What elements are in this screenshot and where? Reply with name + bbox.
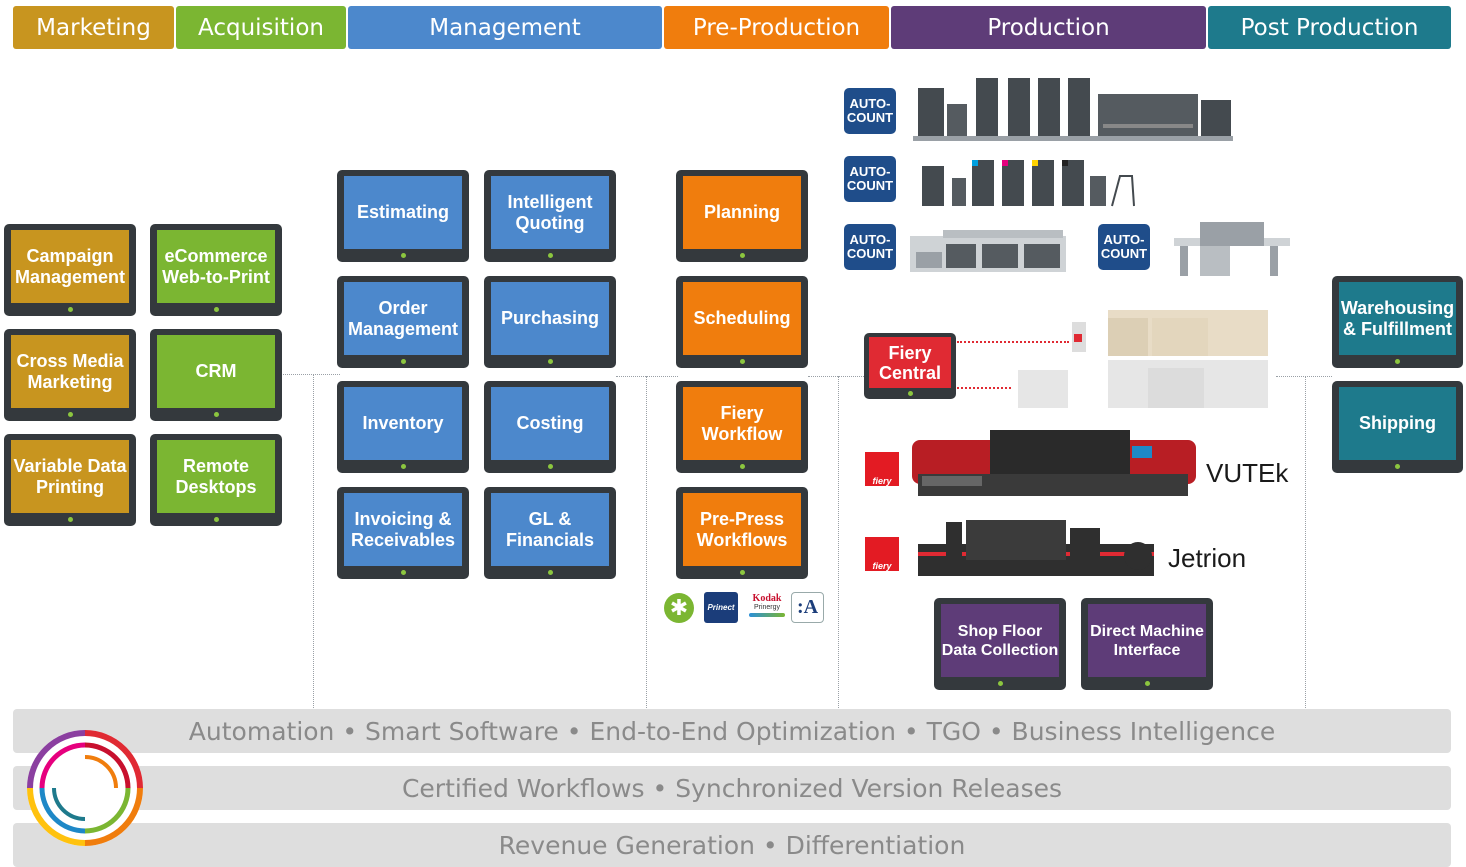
fiery-link-line xyxy=(957,387,1011,389)
tile-shipping[interactable]: Shipping xyxy=(1332,381,1463,473)
tile-intelligent-quoting[interactable]: Intelligent Quoting xyxy=(484,170,616,262)
tile-label: Invoicing & Receivables xyxy=(344,493,462,566)
tile-direct-machine[interactable]: Direct Machine Interface xyxy=(1081,598,1213,690)
tile-shop-floor[interactable]: Shop Floor Data Collection xyxy=(934,598,1066,690)
connector-line xyxy=(646,376,647,708)
tile-planning[interactable]: Planning xyxy=(676,170,808,262)
tile-warehousing[interactable]: Warehousing & Fulfillment xyxy=(1332,276,1463,368)
connector-line xyxy=(616,376,678,377)
tile-costing[interactable]: Costing xyxy=(484,381,616,473)
tile-label: Costing xyxy=(491,387,609,460)
offset-press-icon xyxy=(913,78,1233,141)
tile-prepress-workflows[interactable]: Pre-Press Workflows xyxy=(676,487,808,579)
fiery-link-line xyxy=(957,341,1069,343)
tile-ecommerce[interactable]: eCommerce Web-to-Print xyxy=(150,224,282,316)
tile-label: Cross Media Marketing xyxy=(11,335,129,408)
tile-scheduling[interactable]: Scheduling xyxy=(676,276,808,368)
tile-label: Order Management xyxy=(344,282,462,355)
header-production: Production xyxy=(891,6,1206,49)
tile-label: Warehousing & Fulfillment xyxy=(1339,282,1456,355)
tile-campaign-management[interactable]: Campaign Management xyxy=(4,224,136,316)
vutek-printer-icon xyxy=(912,430,1196,496)
connector-line xyxy=(808,376,864,377)
autocount-badge: AUTO- COUNT xyxy=(844,156,896,202)
bar-automation: Automation • Smart Software • End-to-End… xyxy=(13,709,1451,753)
digital-press-icon xyxy=(910,230,1066,272)
tile-label: CRM xyxy=(157,335,275,408)
header-management: Management xyxy=(348,6,662,49)
tile-purchasing[interactable]: Purchasing xyxy=(484,276,616,368)
tile-label: Fiery Central xyxy=(869,337,951,388)
vutek-label: VUTEk xyxy=(1206,458,1289,488)
tile-label: Remote Desktops xyxy=(157,440,275,513)
tile-fiery-workflow[interactable]: Fiery Workflow xyxy=(676,381,808,473)
tile-label: Direct Machine Interface xyxy=(1088,604,1206,677)
tile-label: Variable Data Printing xyxy=(11,440,129,513)
header-postproduction: Post Production xyxy=(1208,6,1451,49)
tile-crm[interactable]: CRM xyxy=(150,329,282,421)
tile-variable-data-printing[interactable]: Variable Data Printing xyxy=(4,434,136,526)
digital-printers-icon xyxy=(1018,310,1268,408)
tile-label: Intelligent Quoting xyxy=(491,176,609,249)
tile-invoicing[interactable]: Invoicing & Receivables xyxy=(337,487,469,579)
tile-inventory[interactable]: Inventory xyxy=(337,381,469,473)
header-marketing: Marketing xyxy=(13,6,174,49)
kodak-prinergy-logo: Kodak Prinergy xyxy=(749,594,785,622)
tile-label: GL & Financials xyxy=(491,493,609,566)
autocount-badge: AUTO- COUNT xyxy=(1098,224,1150,270)
tile-remote-desktops[interactable]: Remote Desktops xyxy=(150,434,282,526)
tile-label: Shipping xyxy=(1339,387,1456,460)
tile-label: Shop Floor Data Collection xyxy=(941,604,1059,677)
kodak-label: Kodak xyxy=(752,593,782,604)
tile-label: Scheduling xyxy=(683,282,801,355)
tile-label: Fiery Workflow xyxy=(683,387,801,460)
cutter-icon xyxy=(1174,222,1290,276)
tile-label: Purchasing xyxy=(491,282,609,355)
connector-line xyxy=(283,374,340,375)
tile-label: Estimating xyxy=(344,176,462,249)
connector-line xyxy=(838,376,839,708)
tile-order-management[interactable]: Order Management xyxy=(337,276,469,368)
bar-certified-workflows: Certified Workflows • Synchronized Versi… xyxy=(13,766,1451,810)
swirl-logo-icon xyxy=(27,730,143,846)
connector-line xyxy=(313,374,314,708)
jetrion-printer-icon xyxy=(918,520,1154,576)
sheetfed-press-icon xyxy=(922,160,1135,207)
esko-logo-icon: ✱ xyxy=(664,593,694,623)
autocount-badge: AUTO- COUNT xyxy=(844,88,896,134)
tile-label: Inventory xyxy=(344,387,462,460)
autocount-badge: AUTO- COUNT xyxy=(844,224,896,270)
jetrion-label: Jetrion xyxy=(1168,543,1247,573)
tile-cross-media-marketing[interactable]: Cross Media Marketing xyxy=(4,329,136,421)
tile-label: Pre-Press Workflows xyxy=(683,493,801,566)
connector-line xyxy=(1276,376,1332,377)
prinect-logo: Prinect xyxy=(704,592,738,623)
fiery-logo-icon: fiery xyxy=(865,452,899,486)
tile-label: eCommerce Web-to-Print xyxy=(157,230,275,303)
bar-revenue: Revenue Generation • Differentiation xyxy=(13,823,1451,867)
a-logo: :A xyxy=(791,592,824,623)
tile-fiery-central[interactable]: Fiery Central xyxy=(864,333,956,399)
header-preproduction: Pre-Production xyxy=(664,6,889,49)
header-acquisition: Acquisition xyxy=(176,6,346,49)
fiery-logo-icon: fiery xyxy=(865,537,899,571)
prinergy-label: Prinergy xyxy=(753,604,781,611)
tile-gl-financials[interactable]: GL & Financials xyxy=(484,487,616,579)
tile-label: Campaign Management xyxy=(11,230,129,303)
tile-estimating[interactable]: Estimating xyxy=(337,170,469,262)
tile-label: Planning xyxy=(683,176,801,249)
connector-line xyxy=(1305,376,1306,708)
